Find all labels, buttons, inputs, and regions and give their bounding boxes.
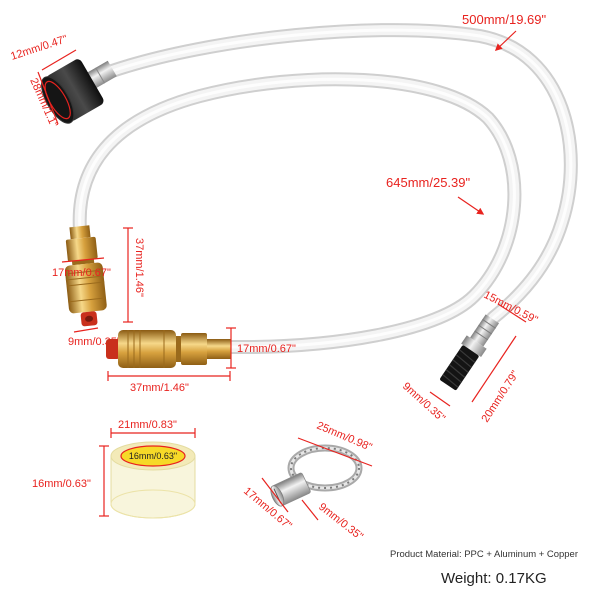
clamp-band-slots — [290, 447, 360, 489]
nut-body — [46, 59, 104, 121]
nozzle-threads — [442, 349, 476, 388]
coupler-vertical-hole-line — [73, 327, 99, 333]
nozzle-width-line — [497, 303, 527, 323]
tape-height-label: 16mm/0.63" — [32, 478, 91, 490]
coupler-plug-hole — [85, 315, 94, 322]
coupler-neck — [176, 336, 181, 362]
nozzle-barb-ridges — [474, 318, 496, 341]
coupler-vertical-width-label: 17mm/0.67" — [52, 267, 111, 279]
coupler-red-plug — [106, 339, 120, 359]
coupler-horizontal-length-label: 37mm/1.46" — [130, 382, 189, 394]
barb-nozzle — [440, 314, 500, 390]
tape-dimensions: 21mm/0.83" 16mm/0.63" — [32, 419, 196, 517]
hose-length-arrow — [494, 30, 517, 51]
coupler-hose-collar — [207, 339, 231, 359]
weight-text: Weight: 0.17KG — [441, 570, 547, 587]
hose-length-label: 500mm/19.69" — [462, 12, 546, 27]
coupler-neck — [71, 258, 95, 266]
nut-thickness-label: 12mm/0.47" — [9, 33, 69, 63]
ptfe-tape-roll: 16mm/0.63" — [110, 441, 196, 519]
ferrule-groove — [95, 67, 106, 84]
quick-coupler-horizontal — [106, 330, 231, 368]
coupler-vertical-width-line — [61, 257, 105, 263]
material-text: Product Material: PPC + Aluminum + Coppe… — [390, 549, 578, 559]
hose-clamp — [270, 444, 363, 507]
clamp-screw-housing — [270, 472, 311, 507]
coupler-body — [118, 330, 176, 368]
clamp-band-line — [301, 499, 319, 521]
nozzle-length-line — [471, 335, 517, 403]
coupler-hex-nut — [65, 236, 98, 262]
hose-total-length-arrow — [457, 196, 485, 215]
clamp-diameter-line — [297, 437, 373, 467]
product-specs: Product Material: PPC + Aluminum + Coppe… — [390, 549, 578, 587]
nut-thickness-line — [41, 49, 77, 71]
coupler-vertical-length-label: 37mm/1.46" — [133, 238, 145, 297]
tape-inner-label: 16mm/0.63" — [129, 451, 177, 461]
coupler-knurling — [65, 269, 107, 303]
hose-inner-loop-highlight — [78, 77, 516, 349]
clamp-band-label: 9mm/0.35" — [316, 501, 365, 543]
nozzle-length-label: 20mm/0.79" — [479, 369, 521, 425]
hose-length-annotation: 500mm/19.69" 645mm/25.39" — [386, 12, 546, 215]
nut-diameter-line — [37, 71, 59, 125]
hose-outer-loop-highlight — [110, 28, 573, 320]
hex-nut-connector — [41, 59, 117, 124]
coupler-horizontal-dimensions: 17mm/0.67" 37mm/1.46" — [107, 327, 296, 394]
nozzle-barb — [470, 314, 500, 347]
hose — [72, 23, 578, 355]
coupler-hex-nut — [181, 333, 207, 365]
clamp-housing-line — [261, 477, 289, 513]
quick-coupler-vertical — [64, 225, 107, 327]
coupler-hose-collar — [69, 225, 91, 240]
tape-bottom-edge — [110, 489, 196, 519]
nozzle-tip-line — [429, 391, 451, 407]
coupler-knurling — [127, 330, 165, 368]
tape-diameter-label: 21mm/0.83" — [118, 419, 177, 431]
metal-ferrule — [86, 60, 117, 89]
hose-total-length-label: 645mm/25.39" — [386, 175, 470, 190]
tape-core — [120, 445, 186, 467]
nozzle-threaded-end — [440, 345, 479, 390]
nozzle-hex-ring — [461, 335, 487, 358]
nut-face — [41, 76, 75, 124]
coupler-horizontal-width-label: 17mm/0.67" — [237, 343, 296, 355]
nozzle-tip-label: 9mm/0.35" — [400, 380, 447, 424]
